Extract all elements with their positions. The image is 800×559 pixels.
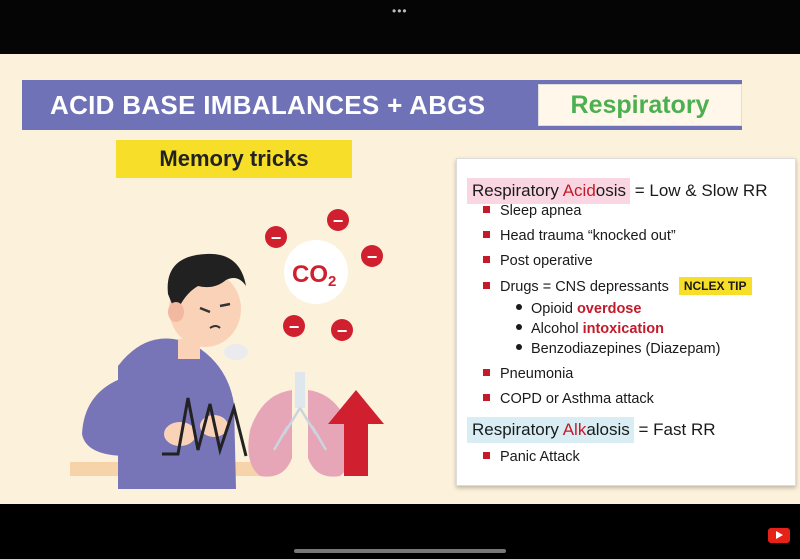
minus-circle-icon — [331, 319, 353, 341]
youtube-logo-icon[interactable] — [768, 528, 790, 543]
topic-badge: Respiratory — [538, 84, 742, 126]
person-ear — [168, 302, 184, 322]
person-hand-left — [164, 422, 196, 446]
minus-sign: − — [271, 228, 282, 248]
sub-list-item: Alcohol intoxication — [516, 321, 664, 337]
trachea — [295, 372, 305, 408]
sub-list-item: Benzodiazepines (Diazepam) — [516, 341, 720, 357]
minus-sign: − — [333, 211, 344, 231]
minus-circle-icon — [265, 226, 287, 248]
illustration: CO2 − − − − − — [70, 209, 384, 489]
list-item: Head trauma “knocked out” — [483, 228, 676, 244]
acidosis-highlight: Acid — [562, 181, 596, 200]
video-scrub-bar[interactable] — [294, 549, 506, 553]
acidosis-term: Respiratory Acidosis — [467, 178, 631, 204]
video-top-bar: ••• — [0, 0, 800, 54]
list-item: COPD or Asthma attack — [483, 391, 654, 407]
person-mouth — [209, 325, 221, 329]
minus-circles: − − − − − — [265, 209, 383, 341]
topic-badge-label: Respiratory — [570, 91, 710, 119]
sub-list-item: Opioid overdose — [516, 301, 641, 317]
alkalosis-heading: Respiratory Alkalosis = Fast RR — [467, 417, 716, 443]
alkalosis-highlight: Alk — [562, 420, 587, 439]
lecture-slide: ACID BASE IMBALANCES + ABGS Respiratory … — [0, 54, 800, 504]
person-eyes — [199, 302, 231, 314]
list-item: Post operative — [483, 253, 593, 269]
nclex-tip-badge: NCLEX TIP — [678, 277, 752, 295]
list-item: Panic Attack — [483, 449, 580, 465]
list-item: Pneumonia — [483, 366, 573, 382]
alkalosis-definition: = Fast RR — [633, 420, 716, 439]
minus-sign: − — [337, 321, 348, 341]
exhale-puff — [224, 344, 248, 360]
minus-circle-icon — [283, 315, 305, 337]
slide-title: ACID BASE IMBALANCES + ABGS — [50, 90, 486, 120]
memory-tricks-label: Memory tricks — [159, 146, 309, 171]
title-bar: ACID BASE IMBALANCES + ABGS Respiratory — [22, 80, 742, 130]
alkalosis-term: Respiratory Alkalosis — [467, 417, 634, 443]
left-lung — [248, 390, 292, 477]
minus-circle-icon — [361, 245, 383, 267]
bronchi — [272, 407, 328, 451]
co2-molecule-icon — [284, 240, 348, 304]
person-hair — [167, 253, 246, 314]
acidosis-heading: Respiratory Acidosis = Low & Slow RR — [467, 178, 768, 204]
list-item: Sleep apnea — [483, 203, 581, 219]
person-left-arm — [82, 379, 180, 456]
minus-sign: − — [289, 317, 300, 337]
up-arrow-icon — [328, 390, 384, 476]
lungs-icon — [248, 372, 352, 477]
minus-circle-icon — [327, 209, 349, 231]
content-card: Respiratory Acidosis = Low & Slow RR Sle… — [456, 158, 796, 486]
more-options-dots[interactable]: ••• — [392, 4, 408, 18]
breathing-waveform — [162, 397, 248, 457]
memory-tricks-banner: Memory tricks — [116, 140, 352, 178]
minus-sign: − — [367, 247, 378, 267]
co2-label: CO2 — [292, 261, 336, 290]
acidosis-definition: = Low & Slow RR — [630, 181, 768, 200]
